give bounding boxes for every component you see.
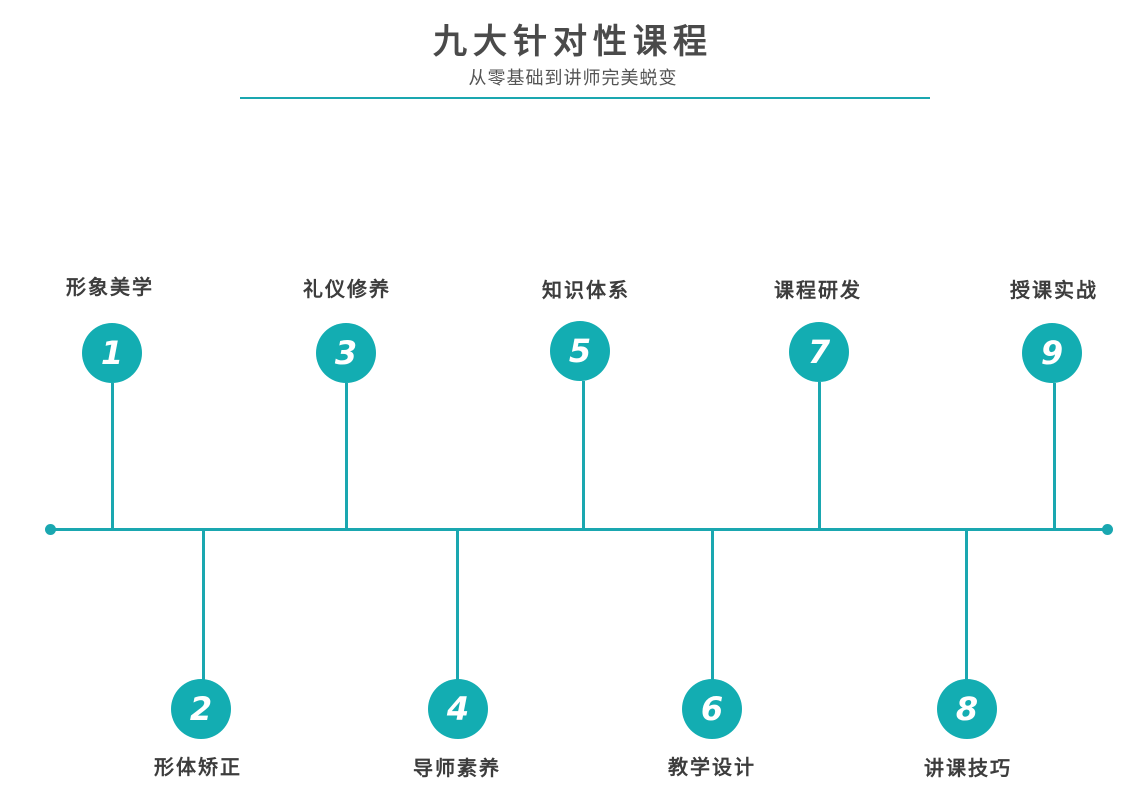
course-stem-8: [965, 530, 968, 680]
course-stem-4: [456, 530, 459, 680]
page-title: 九大针对性课程: [433, 22, 713, 62]
course-label-4: 导师素养: [413, 756, 501, 780]
course-label-9: 授课实战: [1010, 278, 1098, 302]
course-stem-7: [818, 382, 821, 529]
course-label-7: 课程研发: [774, 278, 862, 302]
course-label-8: 讲课技巧: [924, 756, 1012, 780]
course-label-1: 形象美学: [66, 275, 154, 299]
course-number-5: 5: [550, 321, 610, 381]
course-stem-1: [111, 383, 114, 529]
course-label-3: 礼仪修养: [303, 277, 391, 301]
course-number-9: 9: [1022, 323, 1082, 383]
course-number-3: 3: [316, 323, 376, 383]
title-divider: [240, 97, 930, 99]
page-subtitle: 从零基础到讲师完美蜕变: [468, 68, 678, 89]
course-number-2: 2: [171, 679, 231, 739]
course-label-5: 知识体系: [542, 278, 630, 302]
course-stem-5: [582, 381, 585, 529]
course-number-4: 4: [428, 679, 488, 739]
timeline-start-dot: [45, 524, 56, 535]
course-stem-2: [202, 530, 205, 680]
course-number-8: 8: [937, 679, 997, 739]
timeline-axis: [50, 528, 1108, 531]
course-label-2: 形体矫正: [154, 755, 242, 779]
course-stem-9: [1053, 383, 1056, 529]
course-number-1: 1: [82, 323, 142, 383]
course-stem-6: [711, 530, 714, 680]
course-number-6: 6: [682, 679, 742, 739]
course-stem-3: [345, 383, 348, 529]
timeline-end-dot: [1102, 524, 1113, 535]
course-number-7: 7: [789, 322, 849, 382]
course-label-6: 教学设计: [668, 755, 756, 779]
